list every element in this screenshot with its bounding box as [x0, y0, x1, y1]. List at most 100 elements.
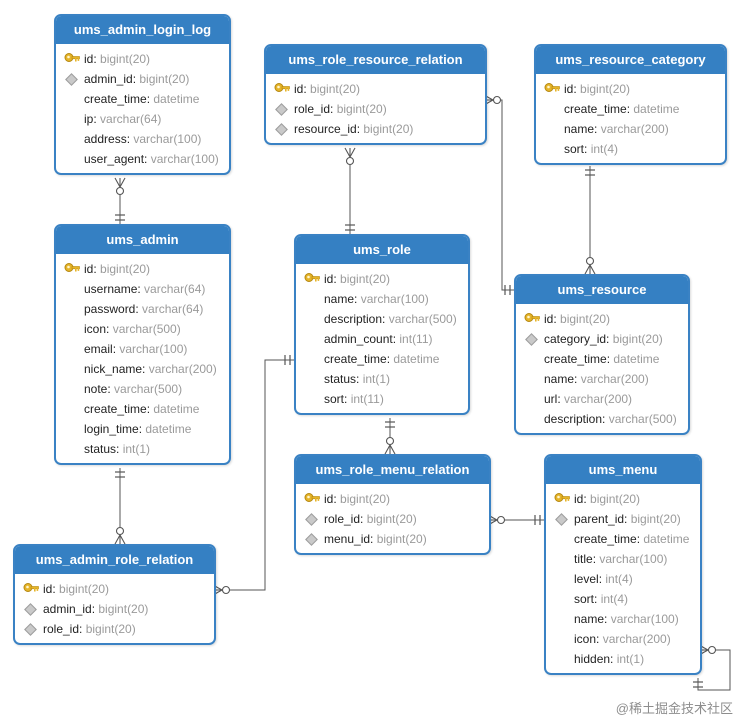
field-type: varchar(100): [119, 342, 188, 356]
field-row: name: varchar(200): [544, 372, 649, 386]
field-name: id: [294, 82, 304, 96]
field-row: description: varchar(500): [544, 412, 677, 426]
field-name: name: [544, 372, 575, 386]
optional-marker: [115, 526, 125, 536]
foreign-key-icon: [24, 623, 37, 636]
field-row: category_id: bigint(20): [522, 329, 682, 349]
field-name: role_id: [43, 622, 80, 636]
field-name: create_time: [84, 92, 147, 106]
field-type: bigint(20): [59, 582, 110, 596]
field-name: create_time: [544, 352, 607, 366]
watermark: @稀土掘金技术社区: [615, 701, 733, 716]
field-name: email: [84, 342, 113, 356]
many-marker: [119, 177, 126, 188]
field-name: nick_name: [84, 362, 143, 376]
field-name: icon: [84, 322, 107, 336]
many-marker: [114, 177, 121, 188]
field-type: bigint(20): [630, 512, 681, 526]
optional-marker: [221, 585, 231, 595]
field-name: role_id: [324, 512, 361, 526]
field-type: varchar(64): [142, 302, 204, 316]
field-row: menu_id: bigint(20): [302, 529, 483, 549]
foreign-key-icon: [305, 533, 318, 546]
field-name: id: [324, 492, 334, 506]
field-type: datetime: [633, 102, 680, 116]
field-row: id: bigint(20): [302, 269, 462, 289]
field-name: username: [84, 282, 138, 296]
field-type: bigint(20): [100, 262, 151, 276]
field-row: create_time: datetime: [324, 352, 440, 366]
field-name: id: [43, 582, 53, 596]
field-name: icon: [574, 632, 597, 646]
field-type: bigint(20): [310, 82, 361, 96]
table-title: ums_resource_category: [536, 46, 725, 74]
rel-resource-role-resource: [484, 99, 514, 291]
field-name: menu_id: [324, 532, 371, 546]
field-name: ip: [84, 112, 94, 126]
field-name: id: [544, 312, 554, 326]
field-type: bigint(20): [366, 512, 417, 526]
many-marker: [384, 444, 391, 455]
field-row: id: bigint(20): [272, 79, 479, 99]
field-name: description: [544, 412, 603, 426]
optional-marker: [585, 256, 595, 266]
field-type: bigint(20): [560, 312, 611, 326]
field-type: int(1): [362, 372, 391, 386]
field-name: user_agent: [84, 152, 145, 166]
optional-marker: [492, 95, 502, 105]
many-marker: [584, 264, 591, 275]
field-row: username: varchar(64): [84, 282, 206, 296]
field-type: varchar(200): [148, 362, 217, 376]
field-row: admin_id: bigint(20): [21, 599, 208, 619]
field-name: login_time: [84, 422, 139, 436]
many-marker: [589, 264, 596, 275]
field-row: id: bigint(20): [62, 259, 223, 279]
table-title: ums_admin: [56, 226, 229, 254]
field-name: level: [574, 572, 599, 586]
field-row: sort: int(4): [574, 592, 629, 606]
field-row: id: bigint(20): [522, 309, 682, 329]
field-row: id: bigint(20): [552, 489, 694, 509]
field-row: url: varchar(200): [544, 392, 633, 406]
optional-marker: [115, 186, 125, 196]
field-type: datetime: [643, 532, 690, 546]
optional-marker: [385, 436, 395, 446]
field-type: varchar(200): [602, 632, 671, 646]
field-row: role_id: bigint(20): [21, 619, 208, 639]
field-type: varchar(500): [112, 322, 181, 336]
field-row: id: bigint(20): [62, 49, 223, 69]
field-row: password: varchar(64): [84, 302, 204, 316]
field-type: datetime: [393, 352, 440, 366]
field-row: role_id: bigint(20): [302, 509, 483, 529]
field-name: parent_id: [574, 512, 625, 526]
foreign-key-icon: [305, 513, 318, 526]
table-title: ums_admin_login_log: [56, 16, 229, 44]
field-name: url: [544, 392, 558, 406]
field-row: user_agent: varchar(100): [84, 152, 219, 166]
field-type: int(11): [399, 332, 433, 346]
field-name: description: [324, 312, 383, 326]
field-row: name: varchar(100): [574, 612, 679, 626]
field-row: email: varchar(100): [84, 342, 188, 356]
field-row: id: bigint(20): [542, 79, 719, 99]
optional-marker: [707, 645, 717, 655]
field-name: name: [564, 122, 595, 136]
field-type: varchar(100): [599, 552, 668, 566]
field-type: int(4): [600, 592, 629, 606]
field-type: varchar(200): [580, 372, 649, 386]
field-name: sort: [574, 592, 595, 606]
field-row: icon: varchar(200): [574, 632, 671, 646]
field-type: bigint(20): [612, 332, 663, 346]
field-row: role_id: bigint(20): [272, 99, 479, 119]
field-type: int(4): [590, 142, 619, 156]
field-row: create_time: datetime: [574, 532, 690, 546]
rel-menu-self: [697, 649, 731, 691]
field-type: bigint(20): [363, 122, 414, 136]
optional-marker: [496, 515, 506, 525]
many-marker: [389, 444, 396, 455]
field-name: status: [84, 442, 117, 456]
field-type: datetime: [153, 402, 200, 416]
field-type: bigint(20): [580, 82, 631, 96]
